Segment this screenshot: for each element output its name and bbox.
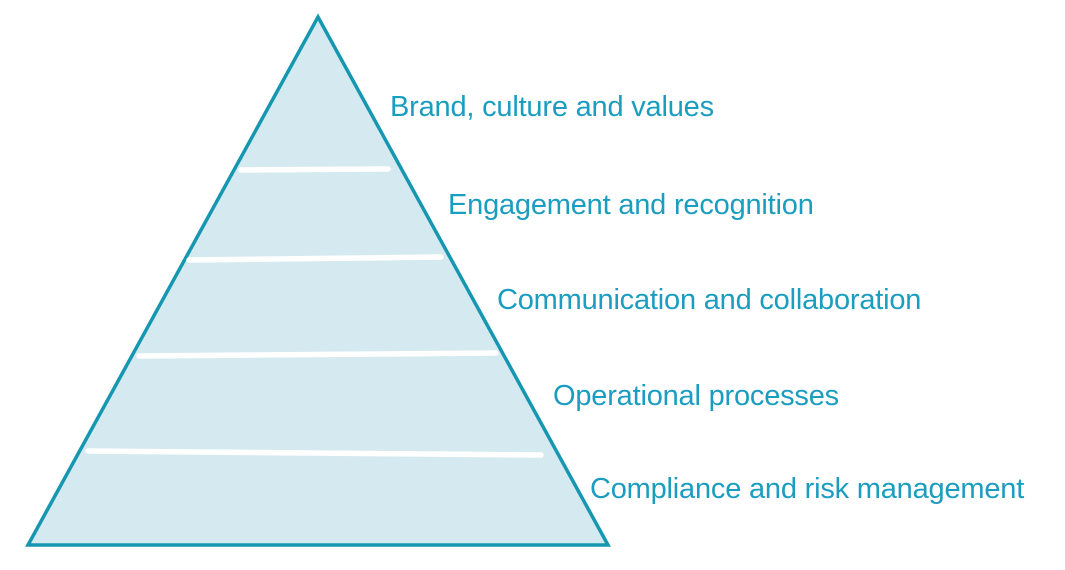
level-label-operational-processes: Operational processes [553, 380, 839, 412]
level-label-communication-collaboration: Communication and collaboration [497, 284, 922, 316]
level-label-engagement-recognition: Engagement and recognition [448, 189, 814, 221]
level-label-brand-culture-values: Brand, culture and values [390, 91, 714, 123]
divider-line-1 [238, 166, 391, 173]
divider-line-4 [85, 448, 544, 458]
divider-line-3 [136, 350, 499, 359]
divider-line-2 [186, 254, 444, 263]
pyramid-shape [25, 13, 611, 547]
level-label-compliance-risk-management: Compliance and risk management [590, 473, 1025, 505]
